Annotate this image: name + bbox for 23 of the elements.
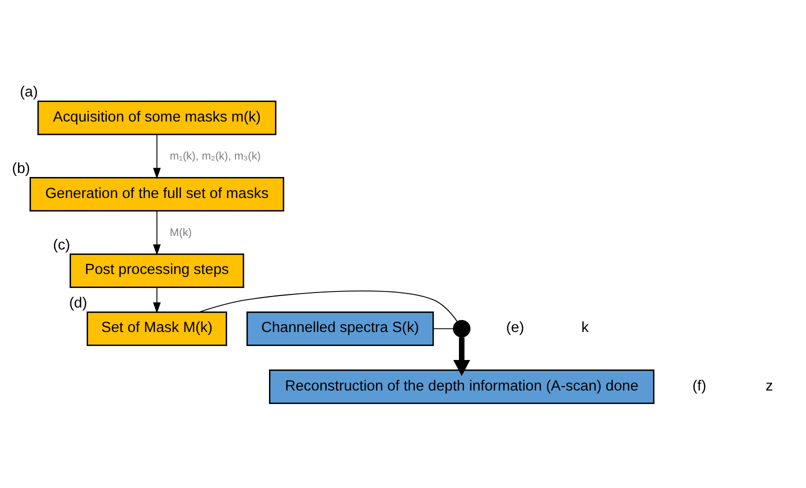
node-box: Reconstruction of the depth information (A-scan) done — [269, 369, 654, 404]
connector — [198, 290, 458, 322]
node-box: Acquisition of some masks m(k) — [37, 100, 276, 136]
label: z — [766, 378, 773, 394]
node-box: Set of Mask M(k) — [86, 311, 228, 346]
node-cross — [452, 320, 470, 338]
arrow — [153, 134, 161, 179]
edge-label: M(k) — [170, 226, 192, 239]
connector — [432, 328, 454, 330]
arrow — [153, 210, 161, 256]
node-box: Generation of the full set of masks — [30, 177, 284, 212]
node-box: Post processing steps — [70, 253, 244, 288]
label: k — [581, 320, 589, 336]
label: (f) — [692, 378, 706, 394]
edge-label: m₁(k), m₂(k), m₃(k) — [170, 150, 261, 162]
arrow — [453, 337, 470, 376]
node-label: (d) — [69, 295, 88, 312]
node-label: (b) — [12, 160, 30, 177]
label: (e) — [506, 320, 524, 336]
node-label: (a) — [20, 84, 38, 100]
node-label: (c) — [52, 237, 70, 254]
node-box: Channelled spectra S(k) — [246, 311, 434, 346]
arrow — [153, 287, 161, 314]
